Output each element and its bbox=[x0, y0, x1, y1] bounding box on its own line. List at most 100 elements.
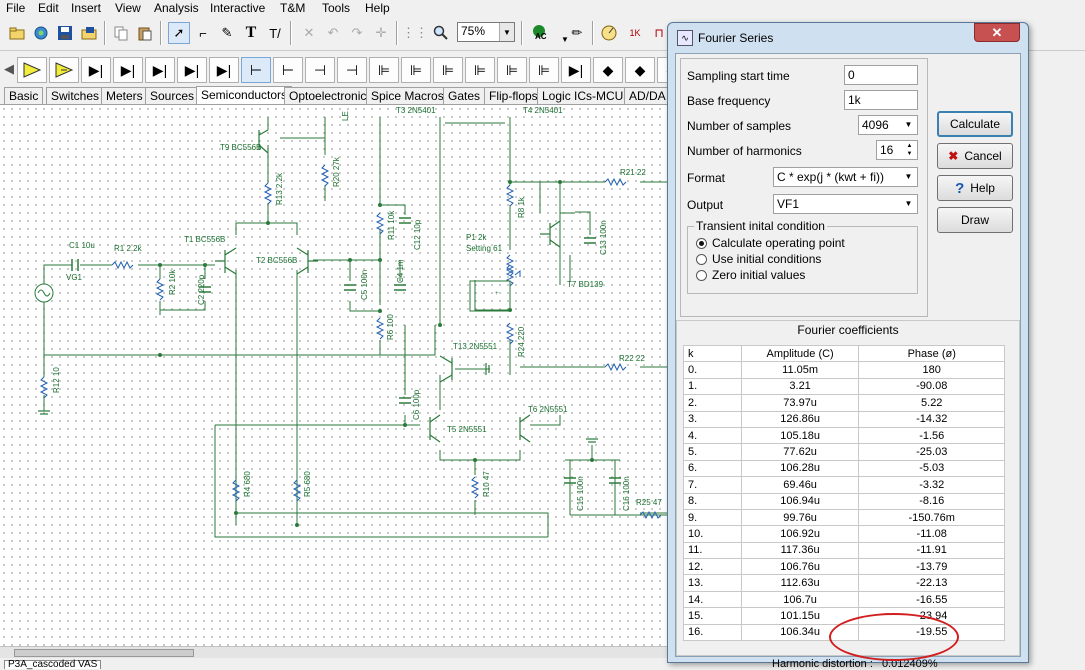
menu-view[interactable]: View bbox=[115, 1, 141, 15]
tab-switches[interactable]: Switches bbox=[46, 87, 105, 104]
dialog-title: Fourier Series bbox=[698, 31, 774, 45]
calculate-button[interactable]: Calculate bbox=[937, 111, 1013, 137]
cell-amplitude: 106.94u bbox=[740, 492, 860, 510]
nmos-icon[interactable]: ⊫ bbox=[369, 57, 399, 83]
tab-sources[interactable]: Sources bbox=[145, 87, 200, 104]
tab-basic[interactable]: Basic bbox=[4, 87, 44, 104]
varactor-icon[interactable]: ▶| bbox=[209, 57, 239, 83]
copy-icon[interactable] bbox=[110, 22, 132, 44]
junction-icon[interactable]: ✛ bbox=[375, 25, 387, 40]
tab-gates[interactable]: Gates bbox=[443, 87, 486, 104]
spin-arrows-icon[interactable]: ▲▼ bbox=[906, 143, 913, 157]
label-c1: C1 10u bbox=[69, 241, 95, 250]
draw-button[interactable]: Draw bbox=[937, 207, 1013, 233]
cancel-button[interactable]: ✖Cancel bbox=[937, 143, 1013, 169]
number-of-samples-select[interactable]: 4096 ▼ bbox=[858, 115, 918, 135]
probe-icon[interactable]: ✏ bbox=[571, 25, 583, 40]
number-of-harmonics-stepper[interactable]: 16 ▲▼ bbox=[876, 140, 918, 160]
npn-transistor-icon[interactable]: ⊢ bbox=[241, 57, 271, 83]
diode-schottky-icon[interactable]: ▶| bbox=[177, 57, 207, 83]
save-folder-icon[interactable] bbox=[78, 22, 100, 44]
thyristor-icon[interactable]: ▶| bbox=[561, 57, 591, 83]
help-button[interactable]: ?Help bbox=[937, 175, 1013, 201]
menu-edit[interactable]: Edit bbox=[38, 1, 59, 15]
graph-text-icon[interactable]: T/ bbox=[269, 25, 281, 41]
table-row: 10.106.92u-11.08 bbox=[683, 525, 1005, 543]
menu-insert[interactable]: Insert bbox=[71, 1, 102, 15]
menu-file[interactable]: File bbox=[6, 1, 26, 15]
open-icon[interactable] bbox=[30, 22, 52, 44]
menu-help[interactable]: Help bbox=[365, 1, 390, 15]
chevron-down-icon[interactable]: ▼ bbox=[561, 34, 569, 44]
redo-icon[interactable]: ↷ bbox=[351, 25, 363, 40]
diode-icon[interactable]: ▶| bbox=[81, 57, 111, 83]
save-icon[interactable] bbox=[54, 22, 76, 44]
opamp-icon[interactable] bbox=[17, 57, 47, 83]
select-arrow-icon[interactable]: ➚ bbox=[168, 22, 190, 44]
sheet-tab[interactable]: P3A_cascoded VAS bbox=[4, 660, 102, 670]
format-select[interactable]: C * exp(j * (kwt + fi)) ▼ bbox=[773, 167, 918, 187]
chevron-down-icon: ▼ bbox=[904, 172, 913, 181]
chevron-left-icon[interactable]: ◀ bbox=[4, 61, 14, 76]
tab-spice-macros[interactable]: Spice Macros bbox=[366, 87, 449, 104]
pen-icon[interactable]: ✎ bbox=[221, 25, 233, 40]
delete-icon[interactable]: ✕ bbox=[303, 25, 315, 40]
ac-source-icon[interactable] bbox=[528, 20, 550, 42]
new-icon[interactable] bbox=[6, 22, 28, 44]
close-button[interactable]: ✕ bbox=[974, 23, 1020, 42]
zoom-icon[interactable] bbox=[430, 22, 452, 44]
tab-optoelectronic[interactable]: Optoelectronic bbox=[284, 87, 372, 104]
column-phase: Phase (ø) bbox=[858, 344, 1005, 363]
cell-phase: -25.03 bbox=[858, 443, 1005, 461]
darlington-icon[interactable]: ⊫ bbox=[529, 57, 559, 83]
pjfet-icon[interactable]: ⊣ bbox=[337, 57, 367, 83]
paste-icon[interactable] bbox=[134, 22, 156, 44]
horizontal-scrollbar[interactable] bbox=[0, 646, 670, 658]
igbt-icon[interactable]: ⊫ bbox=[497, 57, 527, 83]
triac-icon[interactable]: ◆ bbox=[625, 57, 655, 83]
pmos-icon[interactable]: ⊫ bbox=[401, 57, 431, 83]
chevron-down-icon: ▼ bbox=[904, 199, 913, 208]
label-r22: R22 22 bbox=[619, 354, 645, 363]
menu-analysis[interactable]: Analysis bbox=[154, 1, 199, 15]
toolbar-separator bbox=[104, 21, 106, 45]
cell-amplitude: 69.46u bbox=[740, 476, 860, 494]
grid-icon[interactable]: ⋮⋮ bbox=[402, 25, 428, 40]
scrollbar-thumb[interactable] bbox=[14, 649, 194, 657]
radio-label-use-initial: Use initial conditions bbox=[712, 252, 822, 266]
label-le: LE bbox=[341, 111, 350, 121]
meter-icon[interactable] bbox=[598, 22, 620, 44]
tab-meters[interactable]: Meters bbox=[101, 87, 148, 104]
label-t9: T9 BC556B bbox=[220, 143, 262, 152]
text-icon[interactable]: T bbox=[245, 24, 257, 41]
menu-tools[interactable]: Tools bbox=[322, 1, 351, 15]
resistor-meter-icon[interactable]: 1K bbox=[629, 28, 641, 38]
radio-calculate-operating-point[interactable] bbox=[696, 238, 707, 249]
tab-flip-flops[interactable]: Flip-flops bbox=[484, 87, 543, 104]
menu-interactive[interactable]: Interactive bbox=[210, 1, 266, 15]
pmos-dep-icon[interactable]: ⊫ bbox=[465, 57, 495, 83]
nmos-dep-icon[interactable]: ⊫ bbox=[433, 57, 463, 83]
radio-zero-initial-values[interactable] bbox=[696, 270, 707, 281]
tab-semiconductors[interactable]: Semiconductors bbox=[196, 86, 293, 104]
pnp-transistor-icon[interactable]: ⊢ bbox=[273, 57, 303, 83]
schematic-canvas[interactable]: + T9 BC556B R20 27k R13 2.2k T1 BC556B T… bbox=[0, 104, 670, 658]
undo-icon[interactable]: ↶ bbox=[327, 25, 339, 40]
cell-k: 5. bbox=[683, 443, 742, 461]
led-icon[interactable]: ▶| bbox=[145, 57, 175, 83]
table-row: 7.69.46u-3.32 bbox=[683, 476, 1005, 494]
meter-icon-2[interactable]: ⊓ bbox=[654, 26, 664, 40]
wire-icon[interactable]: ⌐ bbox=[199, 25, 207, 41]
menu-tm[interactable]: T&M bbox=[280, 1, 306, 15]
tab-logic-ics-mcus[interactable]: Logic ICs-MCUs bbox=[537, 87, 635, 104]
base-frequency-input[interactable]: 1k bbox=[844, 90, 918, 110]
zoom-combo[interactable]: 75% ▼ bbox=[457, 22, 515, 42]
sampling-start-time-input[interactable]: 0 bbox=[844, 65, 918, 85]
radio-use-initial-conditions[interactable] bbox=[696, 254, 707, 265]
njfet-icon[interactable]: ⊣ bbox=[305, 57, 335, 83]
tab-ad-da[interactable]: AD/DA bbox=[624, 87, 671, 104]
comparator-icon[interactable] bbox=[49, 57, 79, 83]
diac-icon[interactable]: ◆ bbox=[593, 57, 623, 83]
output-select[interactable]: VF1 ▼ bbox=[773, 194, 918, 214]
zener-icon[interactable]: ▶| bbox=[113, 57, 143, 83]
